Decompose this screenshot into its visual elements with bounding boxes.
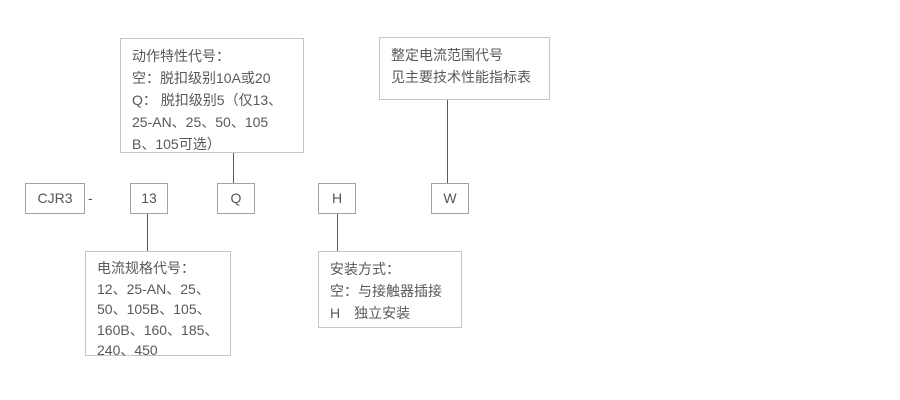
note-current-spec-box: 电流规格代号： 12、25-AN、25、 50、105B、105、 160B、1… bbox=[85, 251, 231, 358]
note-current-range-text: 整定电流范围代号 见主要技术性能指标表 bbox=[391, 47, 531, 85]
code-box-current-spec: 13 bbox=[130, 183, 168, 214]
note-trip-class-text: 动作特性代号： 空：脱扣级别10A或20 Q： 脱扣级别5（仅13、 25-AN… bbox=[132, 48, 283, 152]
note-mounting-box: 安装方式： 空：与接触器插接 H 独立安装 bbox=[318, 251, 462, 328]
connector-current-range-line bbox=[447, 100, 448, 183]
connector-trip-class-line bbox=[233, 153, 234, 183]
note-current-range-box: 整定电流范围代号 见主要技术性能指标表 bbox=[379, 37, 550, 100]
note-mounting-text: 安装方式： 空：与接触器插接 H 独立安装 bbox=[330, 261, 442, 321]
note-current-spec-text: 电流规格代号： 12、25-AN、25、 50、105B、105、 160B、1… bbox=[97, 260, 219, 358]
code-box-trip-class: Q bbox=[217, 183, 255, 214]
connector-mounting-line bbox=[337, 214, 338, 251]
model-separator: - bbox=[88, 190, 93, 206]
note-trip-class-box: 动作特性代号： 空：脱扣级别10A或20 Q： 脱扣级别5（仅13、 25-AN… bbox=[120, 38, 304, 153]
code-box-mounting: H bbox=[318, 183, 356, 214]
model-prefix-box: CJR3 bbox=[25, 183, 85, 214]
connector-current-spec-line bbox=[147, 214, 148, 251]
code-box-current-range: W bbox=[431, 183, 469, 214]
